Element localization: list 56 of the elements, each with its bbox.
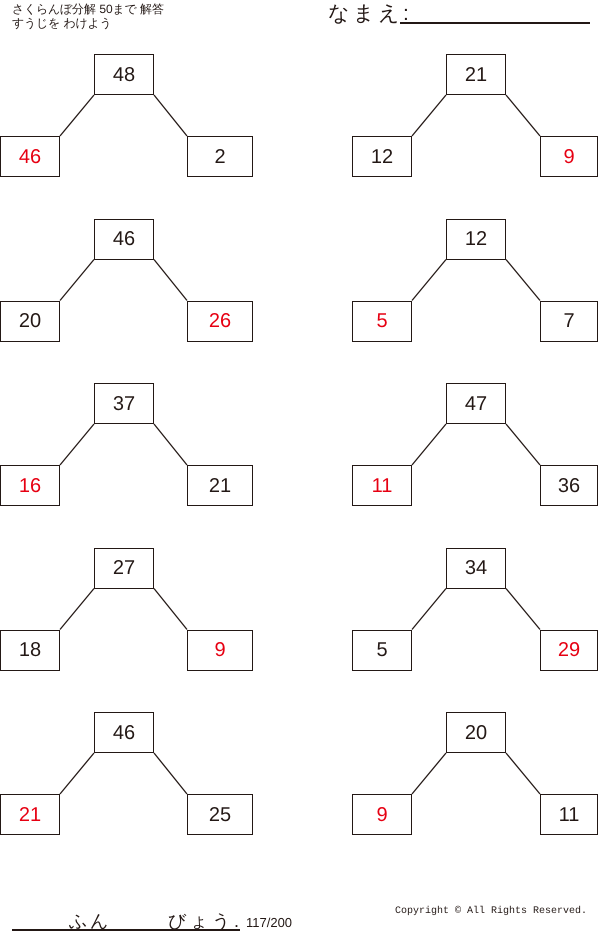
number-box: 12	[446, 218, 506, 260]
number-box: 9	[187, 630, 253, 670]
worksheet-subtitle: すうじを わけよう	[12, 17, 112, 29]
connector-line	[60, 94, 94, 136]
connector-line	[412, 259, 446, 301]
number-box: 26	[187, 300, 253, 342]
number-box: 21	[446, 54, 506, 95]
number-box: 2	[187, 136, 253, 177]
connector-line	[154, 752, 188, 794]
connector-line	[412, 424, 446, 466]
number-box: 12	[352, 136, 412, 177]
number-box: 11	[352, 465, 412, 506]
connector-line	[412, 752, 446, 794]
number-box: 46	[0, 136, 60, 177]
connector-line	[412, 94, 446, 136]
copyright-notice: Copyright © All Rights Reserved.	[394, 907, 587, 917]
minutes-label: ふん	[69, 912, 111, 930]
connector-line	[506, 588, 540, 630]
number-box: 25	[187, 794, 253, 835]
number-box: 5	[352, 630, 412, 670]
number-box: 47	[446, 383, 506, 424]
connector-line	[412, 588, 446, 630]
page-number: 117/200	[246, 916, 292, 929]
number-box: 16	[0, 465, 60, 506]
number-box: 21	[0, 794, 60, 835]
number-box: 27	[94, 548, 154, 588]
connector-line	[154, 94, 188, 136]
connector-line	[60, 259, 94, 301]
connector-line	[154, 259, 188, 301]
number-box: 46	[94, 218, 154, 260]
number-box: 9	[352, 794, 412, 835]
number-box: 20	[0, 300, 60, 342]
connector-line	[60, 588, 94, 630]
number-box: 48	[94, 54, 154, 95]
connector-line	[506, 424, 540, 466]
connector-line	[154, 424, 188, 466]
number-box: 29	[540, 630, 598, 670]
number-box: 46	[94, 712, 154, 753]
number-box: 20	[446, 712, 506, 753]
connector-line	[60, 424, 94, 466]
connector-line	[506, 259, 540, 301]
connector-line	[506, 752, 540, 794]
connector-line	[154, 588, 188, 630]
number-box: 9	[540, 136, 598, 177]
number-box: 34	[446, 548, 506, 588]
number-box: 11	[540, 794, 598, 835]
number-box: 36	[540, 465, 598, 506]
number-box: 21	[187, 465, 253, 506]
connector-line	[60, 752, 94, 794]
connector-line	[506, 94, 540, 136]
number-box: 7	[540, 300, 598, 342]
worksheet-title: さくらんぼ分解 50まで 解答	[12, 3, 164, 15]
number-box: 37	[94, 383, 154, 424]
name-label: なまえ:	[328, 3, 412, 24]
number-box: 18	[0, 630, 60, 670]
number-box: 5	[352, 300, 412, 342]
